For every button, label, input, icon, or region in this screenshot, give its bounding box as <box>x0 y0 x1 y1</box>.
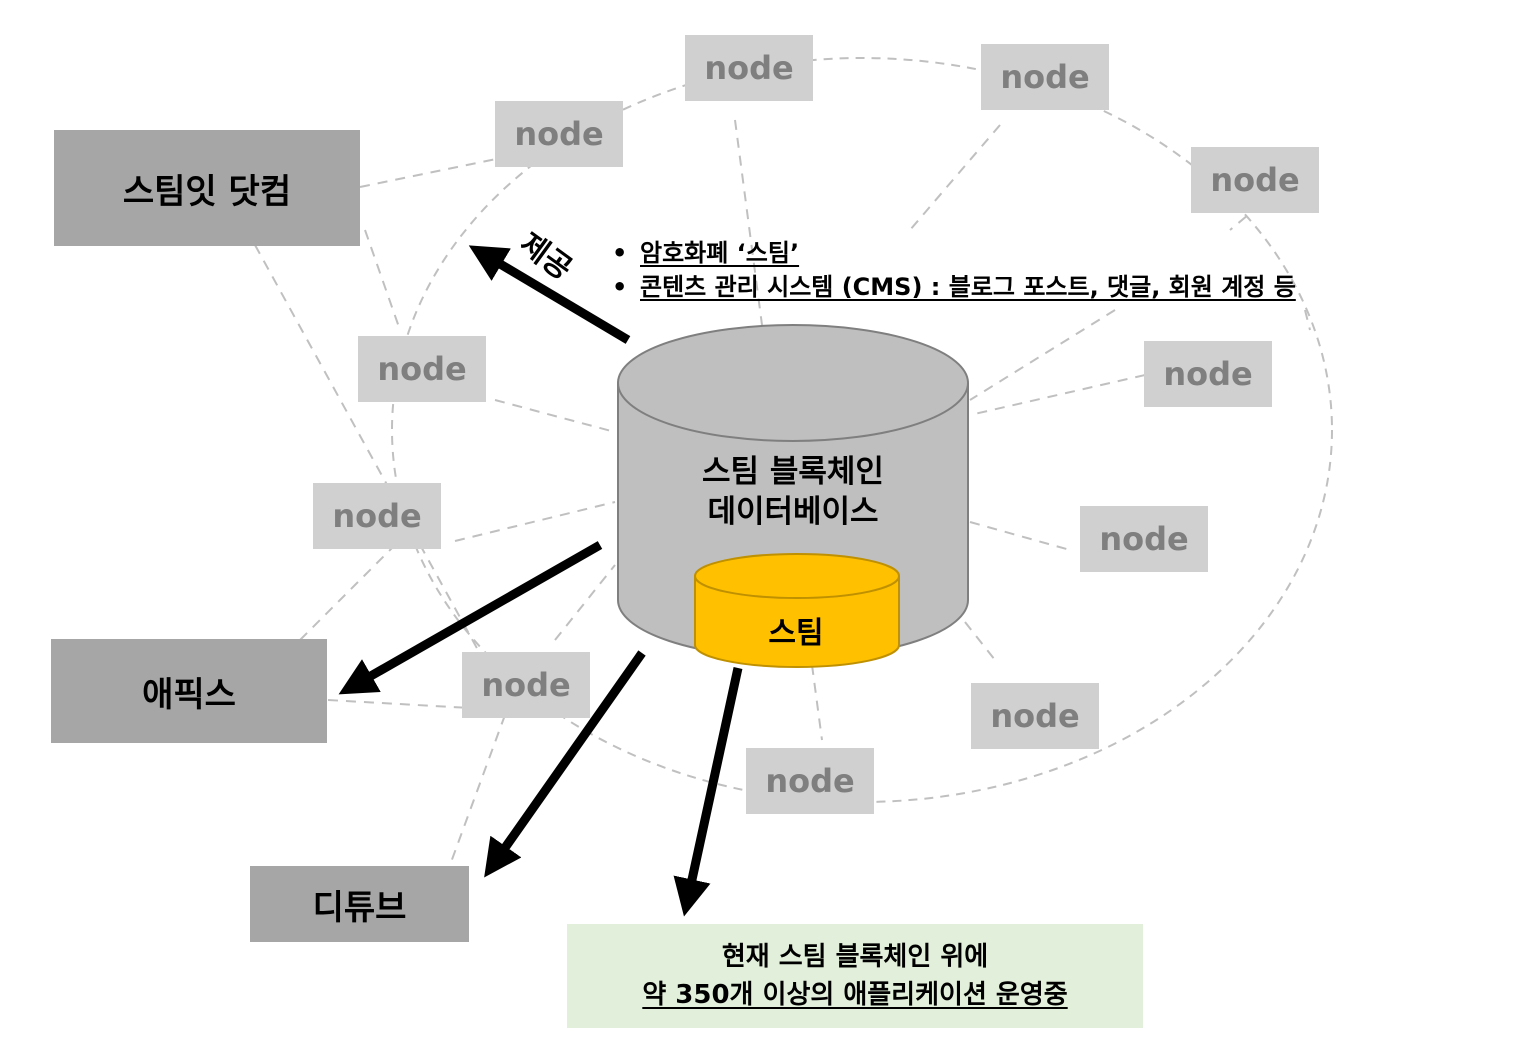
steem-coin <box>694 553 900 668</box>
provided-item-text: 암호화폐 ‘스팀’ <box>640 239 800 267</box>
link-line <box>1304 309 1311 331</box>
link-line <box>299 539 401 641</box>
network-node: node <box>981 44 1109 110</box>
link-line <box>327 699 471 709</box>
link-line <box>449 714 506 866</box>
link-line <box>969 374 1146 416</box>
provided-item-text: 콘텐츠 관리 시스템 (CMS) : 블로그 포스트, 댓글, 회원 계정 등 <box>640 273 1296 301</box>
provided-item: • 암호화폐 ‘스팀’ <box>612 236 1296 270</box>
network-node: node <box>746 748 874 814</box>
database-label-line1: 스팀 블록체인 <box>702 454 884 490</box>
link-line <box>254 244 501 691</box>
network-node: node <box>462 652 590 718</box>
arrow-to-dtube <box>484 650 646 878</box>
coin-top <box>694 553 900 599</box>
link-line <box>364 229 401 331</box>
network-node: node <box>971 683 1099 749</box>
arrow-to-info <box>673 667 743 917</box>
network-node: node <box>358 336 486 402</box>
link-line <box>494 399 616 433</box>
coin-body <box>694 576 900 668</box>
link-line <box>964 621 996 661</box>
link-line <box>811 664 823 741</box>
info-line1: 현재 스팀 블록체인 위에 <box>721 942 989 972</box>
network-node: node <box>313 483 441 549</box>
database-label-line2: 데이터베이스 <box>707 494 879 530</box>
database-top <box>617 324 969 442</box>
app-dtube: 디튜브 <box>250 866 469 942</box>
bullet-icon: • <box>612 239 628 267</box>
network-node: node <box>1191 147 1319 213</box>
coin-label: 스팀 <box>768 616 824 651</box>
network-links <box>254 119 1311 866</box>
link-line <box>454 501 616 542</box>
arrow-to-appics <box>338 541 603 695</box>
arrows <box>338 245 743 917</box>
app-appics: 애픽스 <box>51 639 327 743</box>
info-line2: 약 350개 이상의 애플리케이션 운영중 <box>642 980 1068 1010</box>
network-node: node <box>1144 341 1272 407</box>
app-steemit: 스팀잇 닷컴 <box>54 130 360 246</box>
info-box: 현재 스팀 블록체인 위에 약 350개 이상의 애플리케이션 운영중 <box>567 924 1143 1028</box>
provided-item: • 콘텐츠 관리 시스템 (CMS) : 블로그 포스트, 댓글, 회원 계정 … <box>612 270 1296 304</box>
link-line <box>554 564 616 641</box>
arrow-provide <box>468 245 631 344</box>
link-line <box>909 124 1001 231</box>
network-node: node <box>1080 506 1208 572</box>
bullet-icon: • <box>612 273 628 301</box>
database-label: 스팀 블록체인 데이터베이스 <box>618 452 968 532</box>
network-node: node <box>685 35 813 101</box>
network-node: node <box>495 101 623 167</box>
provided-items-list: • 암호화폐 ‘스팀’ • 콘텐츠 관리 시스템 (CMS) : 블로그 포스트… <box>612 236 1296 304</box>
link-line <box>969 521 1071 551</box>
link-line <box>969 309 1116 401</box>
